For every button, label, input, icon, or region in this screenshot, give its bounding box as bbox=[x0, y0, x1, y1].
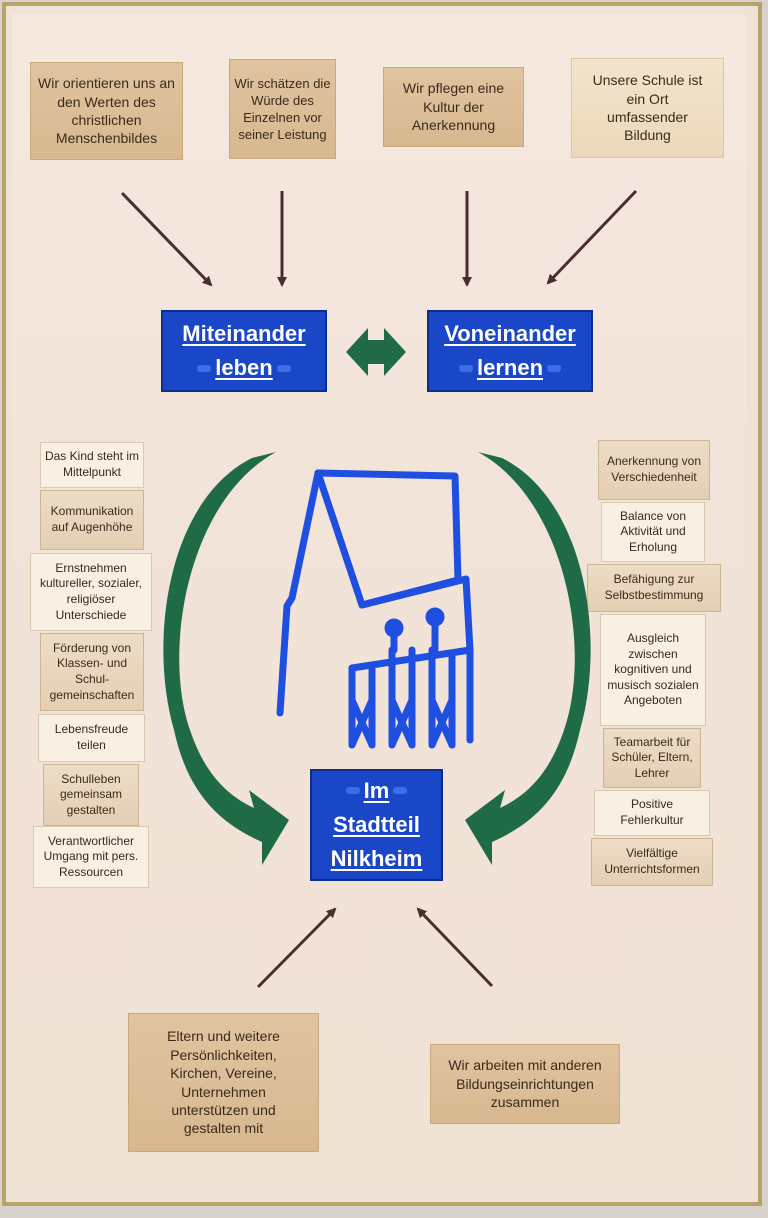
left-item-7: Verantwortlicher Umgang mit pers. Ressou… bbox=[33, 826, 149, 888]
left-item-5: Lebensfreude teilen bbox=[38, 714, 145, 762]
top-value-3: Wir pflegen eine Kultur der Anerkennung bbox=[383, 67, 524, 147]
voneinander-label: Voneinander bbox=[444, 320, 576, 346]
lernen-label: lernen bbox=[476, 355, 544, 380]
miteinander-leben-box: Miteinander leben bbox=[161, 310, 327, 392]
top-value-4: Unsere Schule ist ein Ort umfassender Bi… bbox=[571, 58, 724, 158]
miteinander-label: Miteinander bbox=[182, 320, 306, 346]
im-label: Im bbox=[363, 777, 390, 803]
curve-arrow-right bbox=[465, 452, 591, 865]
top-value-1: Wir orientieren uns an den Werten des ch… bbox=[30, 62, 183, 160]
im-stadtteil-nilkheim-box: Im Stadtteil Nilkheim bbox=[310, 769, 443, 881]
right-item-2: Balance von Aktivität und Erholung bbox=[601, 502, 705, 562]
school-logo-icon bbox=[276, 469, 474, 749]
top-value-2: Wir schätzen die Würde des Einzelnen vor… bbox=[229, 59, 336, 159]
right-item-6: Positive Fehlerkultur bbox=[594, 790, 710, 836]
arrow-bottom-2 bbox=[416, 907, 494, 988]
leben-label: leben bbox=[215, 355, 273, 380]
double-arrow-icon bbox=[346, 328, 406, 376]
right-item-1: Anerkennung von Verschiedenheit bbox=[598, 440, 710, 500]
curve-arrow-left bbox=[163, 452, 289, 865]
arrow-top-4 bbox=[546, 189, 638, 285]
left-item-1: Das Kind steht im Mittelpunkt bbox=[40, 442, 144, 488]
bottom-item-2: Wir arbeiten mit anderen Bildungseinrich… bbox=[430, 1044, 620, 1124]
arrow-top-1 bbox=[120, 191, 213, 287]
right-item-5: Teamarbeit für Schüler, Eltern, Lehrer bbox=[603, 728, 701, 788]
left-item-4: Förderung von Klassen- und Schul- gemein… bbox=[40, 633, 144, 711]
left-item-3: Ernstnehmen kultureller, sozialer, relig… bbox=[30, 553, 152, 631]
bottom-item-1: Eltern und weitere Persönlichkeiten, Kir… bbox=[128, 1013, 319, 1152]
left-item-6: Schulleben gemeinsam gestalten bbox=[43, 764, 139, 826]
voneinander-lernen-box: Voneinander lernen bbox=[427, 310, 593, 392]
stadtteil-label: Stadtteil bbox=[333, 811, 420, 837]
right-item-3: Befähigung zur Selbstbestimmung bbox=[587, 564, 721, 612]
right-item-7: Vielfältige Unterrichtsformen bbox=[591, 838, 713, 886]
right-item-4: Ausgleich zwischen kognitiven und musisc… bbox=[600, 614, 706, 726]
left-item-2: Kommunikation auf Augenhöhe bbox=[40, 490, 144, 550]
arrow-bottom-1 bbox=[256, 907, 337, 989]
nilkheim-label: Nilkheim bbox=[330, 846, 423, 872]
